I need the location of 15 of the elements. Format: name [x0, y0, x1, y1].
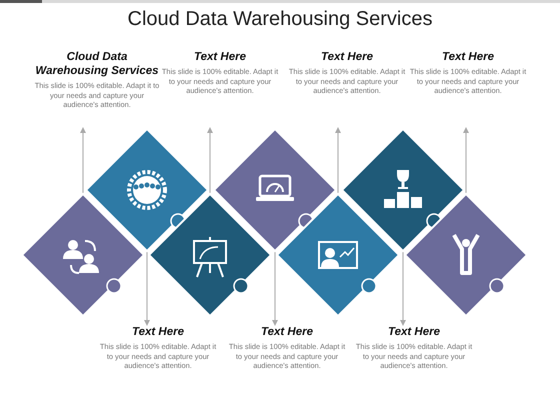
heading: Cloud Data Warehousing Services	[34, 50, 160, 78]
heading: Text Here	[441, 50, 495, 64]
heading: Text Here	[387, 325, 441, 339]
arrow	[80, 127, 86, 194]
heading: Text Here	[131, 325, 185, 339]
arrow	[207, 127, 213, 194]
heading: Text Here	[320, 50, 374, 64]
arrow	[144, 252, 150, 326]
arrow	[463, 127, 469, 194]
heading: Text Here	[260, 325, 314, 339]
arrow	[272, 252, 278, 326]
arrow	[335, 127, 341, 194]
arrow	[400, 252, 406, 326]
heading: Text Here	[193, 50, 247, 64]
title: Cloud Data Warehousing Services	[126, 8, 434, 31]
